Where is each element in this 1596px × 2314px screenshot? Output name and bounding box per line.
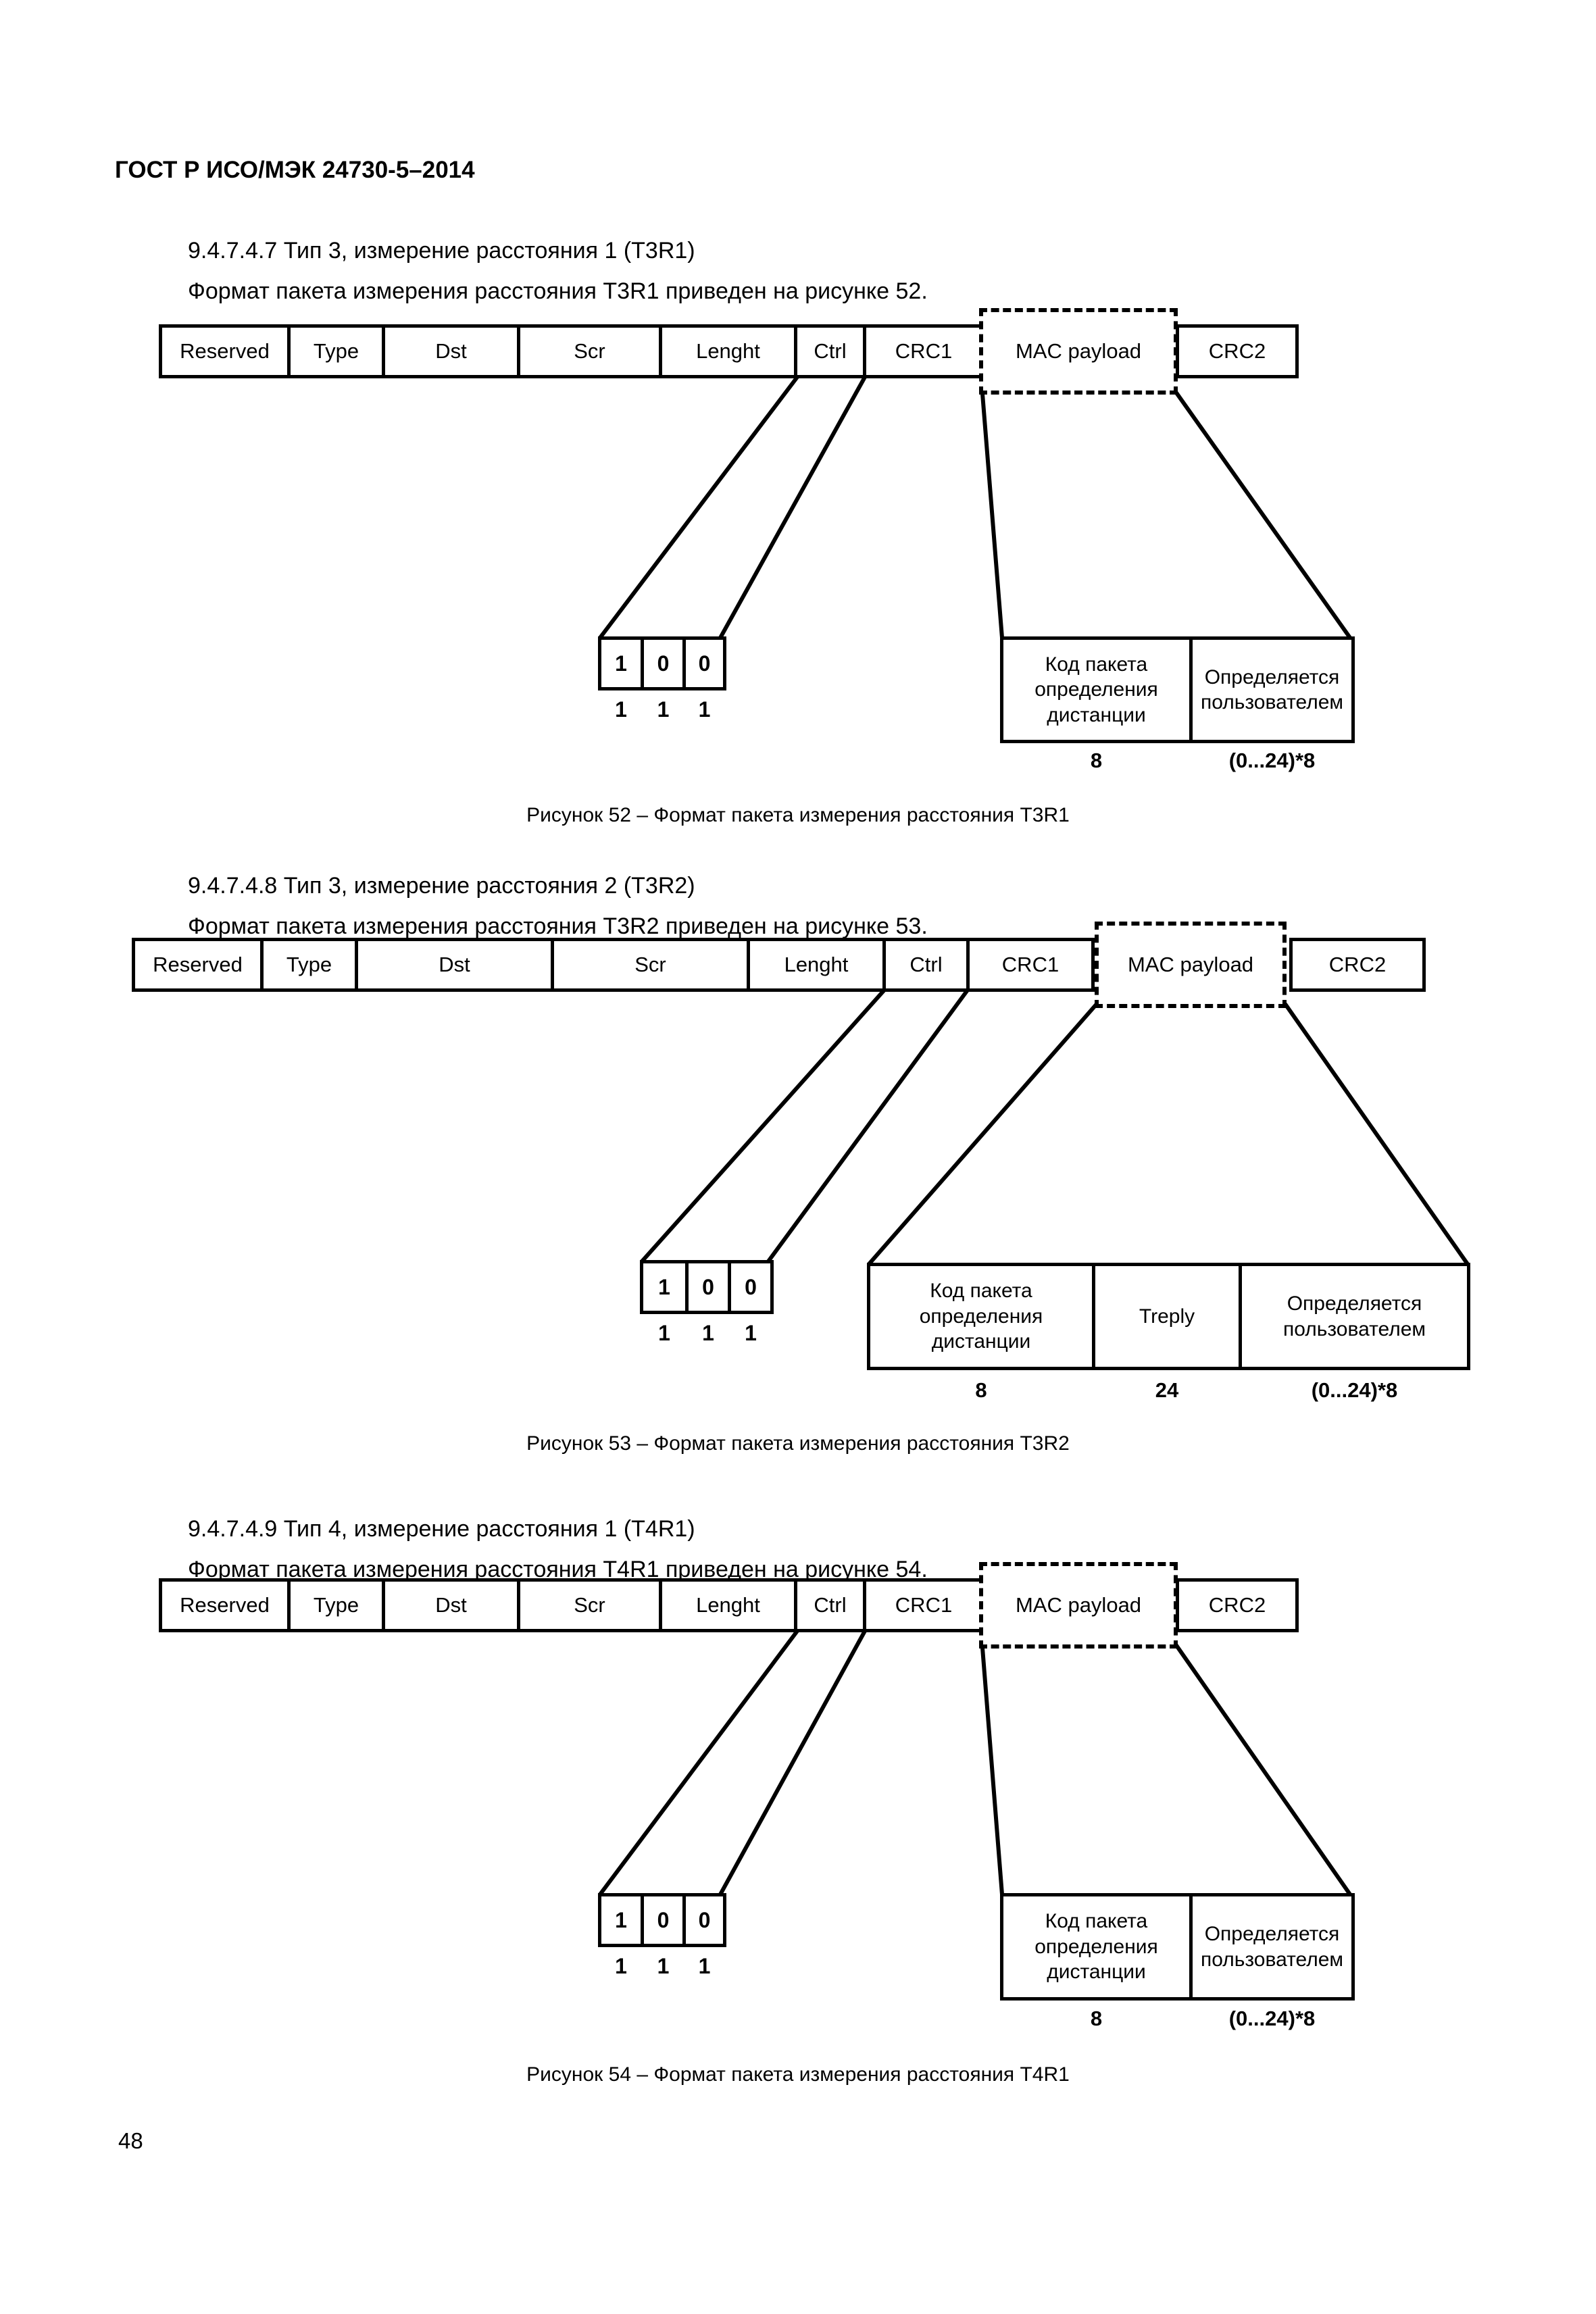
bit-number: 1 xyxy=(658,1321,670,1345)
expansion-cell-user: Определяется пользователем xyxy=(1189,1893,1355,2001)
ctrl-bit-cell: 0 xyxy=(682,1893,726,1947)
packet-field-crc1: CRC1 xyxy=(966,938,1095,992)
connector-line xyxy=(1174,1643,1352,1896)
packet-field-mac-payload: MAC payload xyxy=(979,1562,1178,1649)
packet-field-ctrl: Ctrl xyxy=(794,1578,866,1632)
packet-field-dst: Dst xyxy=(382,324,520,378)
packet-field-scr: Scr xyxy=(517,1578,662,1632)
connector-line xyxy=(598,376,799,639)
ctrl-bit-cell: 0 xyxy=(682,636,726,690)
ctrl-bit-cell: 0 xyxy=(641,636,686,690)
packet-field-reserved: Reserved xyxy=(132,938,264,992)
packet-field-crc2: CRC2 xyxy=(1289,938,1426,992)
packet-field-reserved: Reserved xyxy=(159,1578,291,1632)
size-label: 8 xyxy=(1090,749,1103,772)
size-label: 8 xyxy=(975,1378,987,1402)
bit-number: 1 xyxy=(745,1321,757,1345)
ctrl-bit-cell: 0 xyxy=(685,1260,731,1314)
page-number: 48 xyxy=(118,2128,143,2153)
size-label: (0...24)*8 xyxy=(1228,749,1316,772)
packet-field-crc1: CRC1 xyxy=(863,1578,984,1632)
bit-number: 1 xyxy=(702,1321,714,1345)
connector-line xyxy=(867,1003,1099,1265)
packet-field-dst: Dst xyxy=(355,938,554,992)
packet-field-mac-payload: MAC payload xyxy=(1095,922,1287,1008)
size-label: (0...24)*8 xyxy=(1311,1378,1398,1402)
packet-field-crc2: CRC2 xyxy=(1176,324,1299,378)
connector-line xyxy=(640,988,887,1263)
packet-field-type: Type xyxy=(260,938,358,992)
packet-field-crc1: CRC1 xyxy=(863,324,984,378)
packet-field-scr: Scr xyxy=(551,938,750,992)
expansion-cell-code: Код пакета определения дистанции xyxy=(867,1263,1095,1370)
connector-line xyxy=(718,376,867,639)
bit-number: 1 xyxy=(698,1954,711,1978)
bit-number: 1 xyxy=(615,697,627,722)
figure-caption-53: Рисунок 53 – Формат пакета измерения рас… xyxy=(526,1432,1070,1455)
ctrl-bit-cell: 0 xyxy=(728,1260,774,1314)
expansion-cell-code: Код пакета определения дистанции xyxy=(1000,636,1193,743)
ctrl-bit-cell: 1 xyxy=(598,1893,644,1947)
section-intro-1: Формат пакета измерения расстояния Т3R1 … xyxy=(188,278,928,304)
packet-field-mac-payload: MAC payload xyxy=(979,308,1178,395)
size-label: (0...24)*8 xyxy=(1228,2007,1316,2030)
size-label: 8 xyxy=(1090,2007,1103,2030)
connector-line xyxy=(979,376,1004,638)
expansion-cell-user: Определяется пользователем xyxy=(1189,636,1355,743)
packet-field-reserved: Reserved xyxy=(159,324,291,378)
expansion-cell-code: Код пакета определения дистанции xyxy=(1000,1893,1193,2001)
packet-field-scr: Scr xyxy=(517,324,662,378)
section-heading-3: 9.4.7.4.9 Тип 4, измерение расстояния 1 … xyxy=(188,1516,695,1542)
section-heading-1: 9.4.7.4.7 Тип 3, измерение расстояния 1 … xyxy=(188,238,695,263)
connector-line xyxy=(718,1630,867,1896)
size-label: 24 xyxy=(1155,1378,1179,1402)
bit-number: 1 xyxy=(657,697,670,722)
packet-field-type: Type xyxy=(287,1578,385,1632)
bit-number: 1 xyxy=(698,697,711,722)
packet-field-crc2: CRC2 xyxy=(1176,1578,1299,1632)
packet-field-lenght: Lenght xyxy=(659,1578,797,1632)
expansion-cell-treply: Treply xyxy=(1092,1263,1242,1370)
section-heading-2: 9.4.7.4.8 Тип 3, измерение расстояния 2 … xyxy=(188,873,695,899)
bit-number: 1 xyxy=(615,1954,627,1978)
connector-line xyxy=(598,1630,799,1896)
packet-field-type: Type xyxy=(287,324,385,378)
section-intro-3: Формат пакета измерения расстояния Т4R1 … xyxy=(188,1557,928,1582)
connector-line xyxy=(1174,391,1352,639)
packet-field-ctrl: Ctrl xyxy=(882,938,970,992)
document-header: ГОСТ Р ИСО/МЭК 24730-5–2014 xyxy=(115,157,475,183)
packet-field-lenght: Lenght xyxy=(747,938,886,992)
connector-line xyxy=(979,1630,1004,1895)
ctrl-bit-cell: 1 xyxy=(640,1260,689,1314)
packet-field-dst: Dst xyxy=(382,1578,520,1632)
connector-line xyxy=(1283,1003,1470,1265)
expansion-cell-user: Определяется пользователем xyxy=(1239,1263,1470,1370)
figure-caption-54: Рисунок 54 – Формат пакета измерения рас… xyxy=(526,2063,1070,2086)
figure-caption-52: Рисунок 52 – Формат пакета измерения рас… xyxy=(526,804,1070,826)
connector-line xyxy=(766,988,970,1263)
section-intro-2: Формат пакета измерения расстояния Т3R2 … xyxy=(188,913,928,939)
bit-number: 1 xyxy=(657,1954,670,1978)
packet-field-lenght: Lenght xyxy=(659,324,797,378)
packet-field-ctrl: Ctrl xyxy=(794,324,866,378)
ctrl-bit-cell: 1 xyxy=(598,636,644,690)
ctrl-bit-cell: 0 xyxy=(641,1893,686,1947)
